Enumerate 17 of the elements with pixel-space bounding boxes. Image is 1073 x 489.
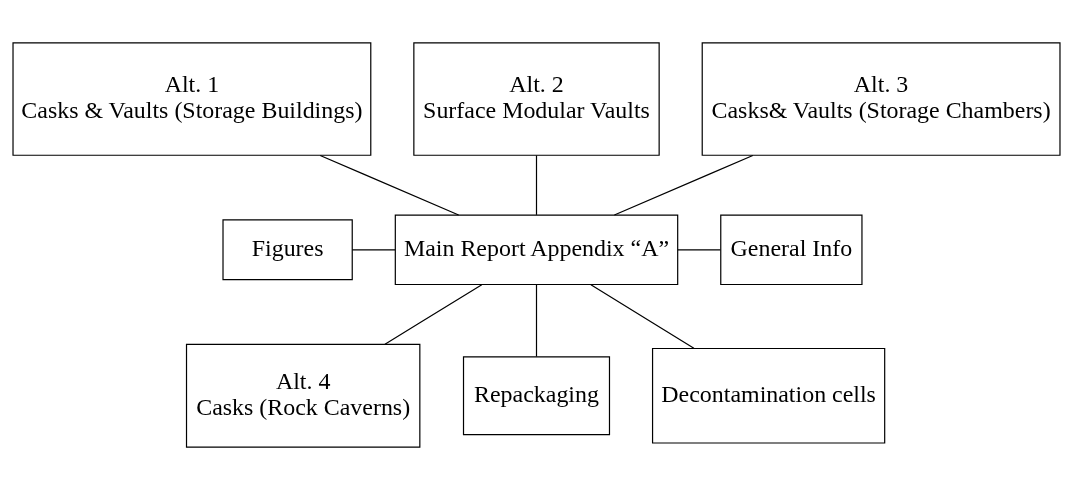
connector [319, 154, 460, 216]
node-box: Alt. 2 Surface Modular Vaults [413, 41, 660, 156]
connector [384, 283, 483, 345]
node-box: Alt. 3 Casks& Vaults (Storage Chambers) [701, 41, 1061, 156]
node-box: Main Report Appendix “A” [394, 214, 679, 285]
connector [535, 283, 538, 357]
node-box: Alt. 1 Casks & Vaults (Storage Buildings) [12, 41, 372, 156]
connector [677, 248, 722, 250]
connector [590, 283, 695, 349]
node-box: Decontamination cells [651, 347, 886, 444]
connector [613, 154, 754, 216]
node-box: Repackaging [462, 355, 611, 435]
node-box: Figures [222, 218, 353, 280]
node-box: General Info [720, 214, 863, 285]
connector [351, 248, 396, 250]
connector [535, 154, 538, 215]
node-box: Alt. 4 Casks (Rock Caverns) [185, 343, 421, 448]
